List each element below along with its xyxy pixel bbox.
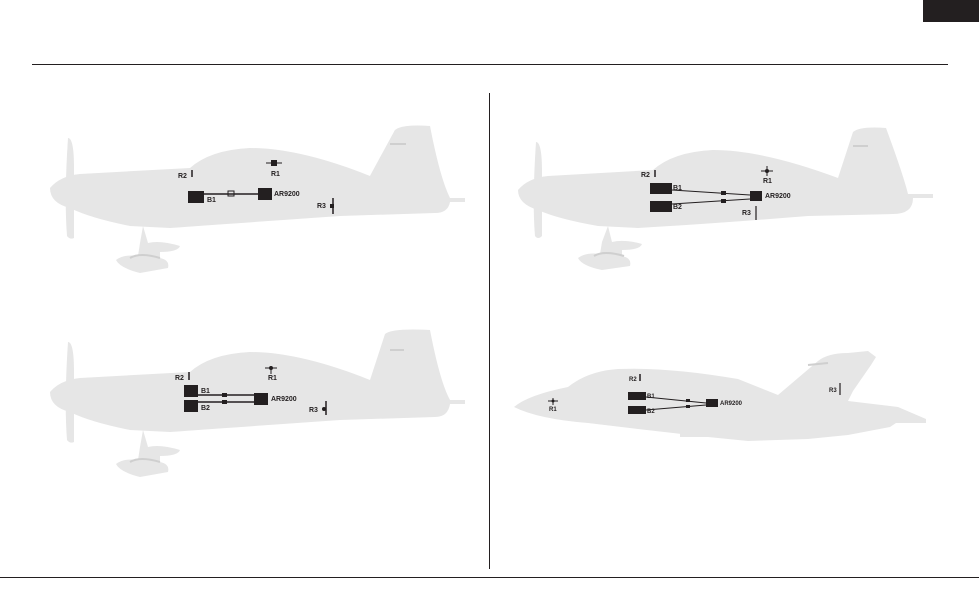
receiver-ar9200 [254,393,268,405]
header-rule [32,64,948,65]
airplane-silhouette [50,126,465,274]
label-r2: R2 [175,375,184,382]
label-r1: R1 [549,407,557,413]
battery-b1 [650,183,672,194]
label-r2: R2 [641,172,650,179]
diagram-dual-battery-jet: B1 B2 AR9200 R1 R2 R3 [508,345,948,455]
airplane-silhouette [518,128,933,271]
label-r3: R3 [742,210,751,217]
page-tab-marker [923,0,979,22]
battery-b2 [628,406,646,414]
receiver-ar9200 [258,188,272,200]
label-r1: R1 [271,171,280,178]
label-b1: B1 [201,388,210,395]
diagram-single-battery-sport-plane: B1 AR9200 R1 R2 R3 [40,118,480,288]
battery-b1 [184,385,198,397]
label-receiver: AR9200 [720,401,743,407]
column-divider [489,93,490,569]
label-r1: R1 [268,375,277,382]
battery-b2 [184,400,198,412]
jet-silhouette [514,351,926,441]
label-r2: R2 [629,377,637,383]
label-b2: B2 [673,204,682,211]
diagram-dual-battery-aerobatic-plane: B1 B2 AR9200 R1 R1 R2 R3 [508,124,948,294]
label-b2: B2 [201,405,210,412]
receiver-ar9200 [706,399,718,407]
label-r3: R3 [829,388,837,394]
diagram-dual-battery-sport-plane: B1 B2 AR9200 R1 R2 R3 [40,322,480,492]
battery-b1 [188,191,204,203]
label-receiver: AR9200 [274,191,300,198]
label-r1-visible: R1 [763,178,772,185]
label-r3: R3 [317,203,326,210]
label-r3: R3 [309,407,318,414]
label-b1: B1 [207,197,216,204]
receiver-ar9200 [750,191,762,201]
battery-b1 [628,392,646,400]
label-r2: R2 [178,173,187,180]
label-receiver: AR9200 [271,396,297,403]
battery-b2 [650,201,672,212]
footer-rule [0,577,979,578]
label-receiver: AR9200 [765,193,791,200]
